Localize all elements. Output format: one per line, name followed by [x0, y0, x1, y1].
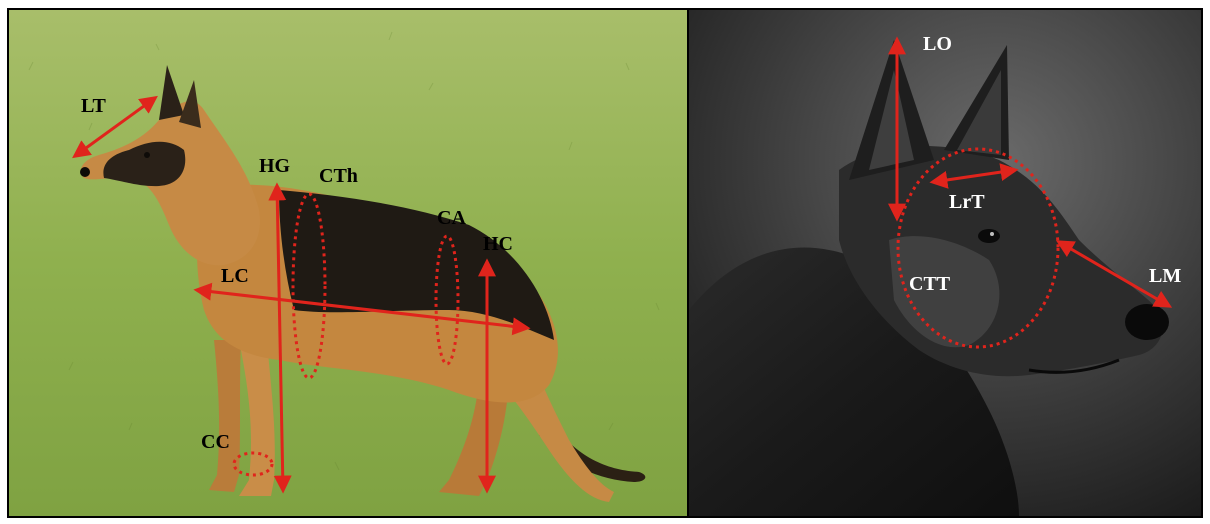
label-CTh: CTh [319, 165, 358, 187]
label-CTT: CTT [909, 273, 951, 295]
left-panel-svg: LT HG CTh CA HC LC CC [9, 10, 687, 516]
right-panel-photo: LO LrT CTT LM [689, 10, 1201, 516]
label-LT: LT [81, 95, 107, 117]
label-LC: LC [221, 265, 249, 287]
label-LM: LM [1149, 265, 1181, 287]
label-HC: HC [483, 233, 513, 255]
label-CA: CA [437, 207, 466, 229]
label-LO: LO [923, 33, 952, 55]
label-CC: CC [201, 431, 230, 453]
label-HG: HG [259, 155, 291, 177]
figure-frame: LT HG CTh CA HC LC CC [7, 8, 1203, 518]
label-LrT: LrT [949, 191, 985, 213]
right-panel-svg: LO LrT CTT LM [689, 10, 1201, 516]
left-panel-photo: LT HG CTh CA HC LC CC [9, 10, 687, 516]
